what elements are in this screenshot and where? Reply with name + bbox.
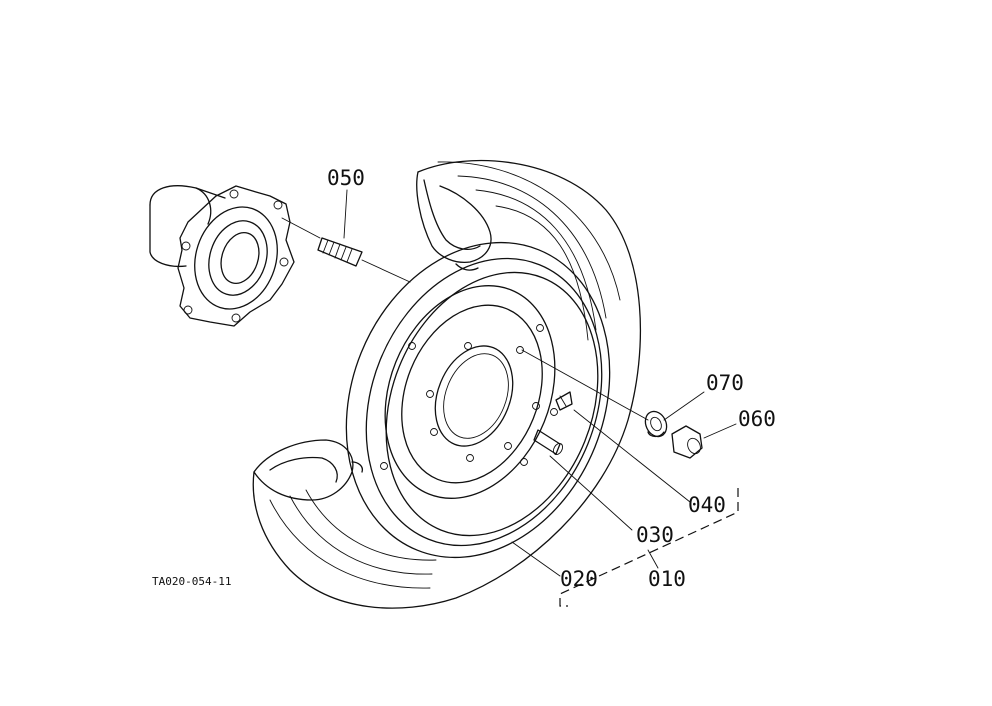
stud-bolt — [281, 217, 411, 283]
label-070: 070 — [706, 371, 744, 395]
label-010: 010 — [648, 567, 686, 591]
part-labels: 050 070 060 040 030 020 010 TA020-054-11 — [152, 166, 776, 591]
wheel-rim — [345, 241, 611, 559]
nut — [671, 425, 703, 459]
label-040: 040 — [688, 493, 726, 517]
label-050: 050 — [327, 166, 365, 190]
washer — [644, 410, 668, 438]
leader-lines — [343, 189, 739, 607]
label-060: 060 — [738, 407, 776, 431]
label-030: 030 — [636, 523, 674, 547]
wheel-hub — [149, 185, 295, 327]
label-020: 020 — [560, 567, 598, 591]
tire — [252, 159, 642, 609]
valve — [533, 391, 573, 456]
figure-code: TA020-054-11 — [152, 575, 231, 588]
